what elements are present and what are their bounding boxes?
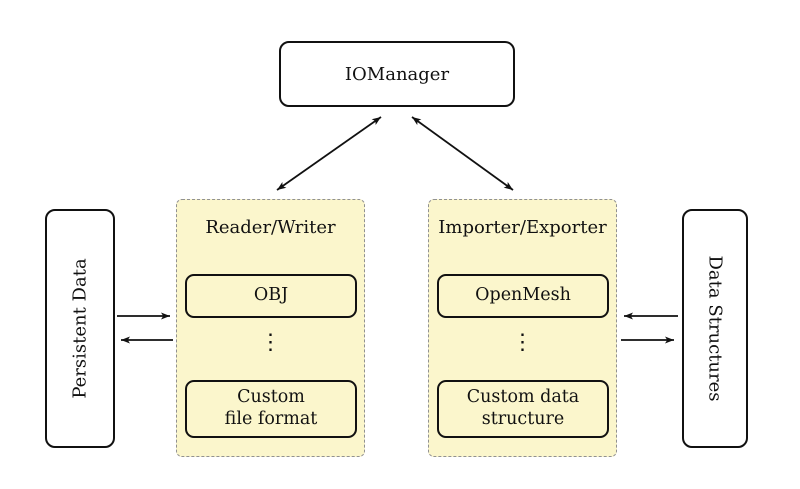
importer-exporter-title: Importer/Exporter bbox=[438, 217, 607, 238]
data-structures-node: Data Structures bbox=[682, 209, 748, 448]
vertical-ellipsis: ⋮ bbox=[511, 330, 534, 355]
custom-file-format-line1: Custom bbox=[237, 387, 305, 408]
reader-writer-title: Reader/Writer bbox=[205, 217, 336, 238]
arrow-iomanager-readerwriter bbox=[276, 116, 382, 191]
vertical-ellipsis: ⋮ bbox=[259, 330, 282, 355]
importer-exporter-group: Importer/Exporter OpenMesh ⋮ Custom data… bbox=[428, 199, 617, 457]
custom-data-structure-line1: Custom data bbox=[466, 387, 580, 408]
custom-file-format-node: Custom file format bbox=[185, 380, 357, 438]
custom-data-structure-line2: structure bbox=[481, 409, 565, 429]
openmesh-label: OpenMesh bbox=[475, 285, 571, 306]
arrow-iomanager-importerexporter bbox=[411, 116, 514, 191]
obj-label: OBJ bbox=[253, 285, 289, 306]
openmesh-node: OpenMesh bbox=[437, 274, 609, 318]
reader-writer-group: Reader/Writer OBJ ⋮ Custom file format bbox=[176, 199, 365, 457]
iomanager-node: IOManager bbox=[279, 41, 515, 107]
obj-node: OBJ bbox=[185, 274, 357, 318]
data-structures-label: Data Structures bbox=[704, 255, 726, 402]
custom-data-structure-node: Custom data structure bbox=[437, 380, 609, 438]
iomanager-label: IOManager bbox=[344, 63, 450, 85]
persistent-data-label: Persistent Data bbox=[69, 258, 91, 399]
custom-file-format-line2: file format bbox=[224, 409, 318, 429]
persistent-data-node: Persistent Data bbox=[45, 209, 115, 448]
